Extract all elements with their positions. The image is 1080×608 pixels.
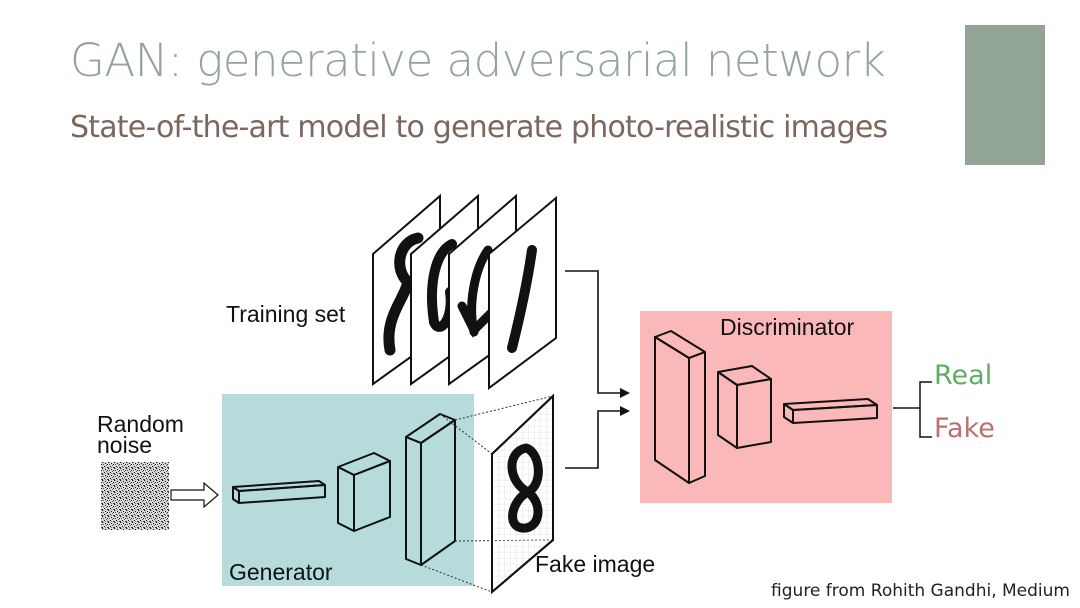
discriminator-layer-2 bbox=[717, 365, 772, 449]
fake-image-label: Fake image bbox=[535, 551, 655, 577]
generator-layer-1 bbox=[232, 480, 326, 504]
slide-subtitle: State-of-the-art model to generate photo… bbox=[70, 110, 888, 145]
training-set-images bbox=[372, 193, 557, 390]
generator-label: Generator bbox=[229, 559, 333, 585]
generator-layer-2 bbox=[337, 452, 391, 532]
accent-block bbox=[965, 25, 1045, 165]
figure-credit: figure from Rohith Gandhi, Medium bbox=[771, 581, 1070, 601]
training-set-label: Training set bbox=[226, 301, 346, 327]
fake-image-card bbox=[491, 393, 554, 595]
slide-title: GAN: generative adversarial network bbox=[70, 34, 886, 87]
discriminator-layer-1 bbox=[654, 330, 706, 484]
random-noise-label-line2: noise bbox=[97, 432, 152, 458]
output-fake-label: Fake bbox=[934, 413, 995, 444]
random-noise-label: Random bbox=[97, 411, 184, 437]
random-noise-image bbox=[101, 462, 169, 530]
noise-to-generator-arrow bbox=[170, 481, 219, 509]
discriminator-layer-3 bbox=[783, 398, 878, 424]
output-real-label: Real bbox=[934, 360, 992, 391]
training-card bbox=[488, 195, 557, 390]
output-bracket bbox=[893, 381, 932, 438]
discriminator-label: Discriminator bbox=[720, 314, 855, 340]
connector-lines bbox=[565, 270, 630, 469]
